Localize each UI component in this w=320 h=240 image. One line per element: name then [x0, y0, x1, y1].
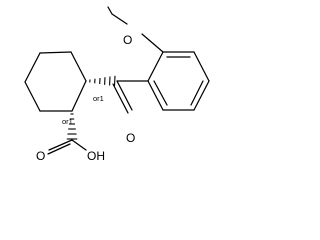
acid-oxygen-label: O — [36, 149, 45, 163]
ring-bond-c4-c5 — [24, 52, 41, 83]
methoxy-oxygen-label: O — [123, 33, 132, 47]
hashed-bond-c1-carboxyl — [66, 113, 78, 140]
methoxy-group — [107, 6, 164, 53]
chemical-structure-diagram: O O O OH or1 or1 — [24, 6, 210, 163]
carboxylic-acid-group — [47, 139, 87, 155]
ring-bond-c3-c4 — [39, 51, 72, 54]
benzene-bond-4 — [193, 80, 210, 111]
ketone-co-double-bond-1 — [116, 80, 133, 111]
molecule-svg: O O O OH or1 or1 — [24, 6, 210, 163]
ketone-group — [112, 80, 149, 114]
hashed-bond-c2-ketone — [89, 75, 116, 87]
atom-labels: O O O OH — [36, 33, 135, 163]
ketone-oxygen-label: O — [126, 131, 135, 145]
carboxyl-c-o-double-bond-1 — [48, 139, 73, 151]
benzene-ring — [147, 51, 210, 111]
methoxy-o-to-methyl-bond — [107, 6, 113, 15]
benzene-inner-double-3 — [153, 80, 168, 106]
benzene-bond-6 — [147, 80, 164, 111]
stereo-label-c2: or1 — [93, 94, 104, 103]
carboxyl-c-o-double-bond-2 — [47, 143, 71, 155]
stereo-bonds — [66, 75, 116, 140]
aryl-to-methoxy-o-bond — [141, 33, 164, 53]
benzene-inner-double-2 — [190, 80, 204, 106]
methoxy-link-bond — [111, 13, 128, 25]
ring-bond-c5-c6 — [24, 81, 41, 112]
stereo-labels: or1 or1 — [62, 94, 104, 126]
cyclohexane-ring — [24, 51, 87, 112]
ketone-co-double-bond-2 — [112, 83, 129, 114]
benzene-bond-3 — [193, 51, 210, 82]
ring-bond-c1-c2 — [71, 80, 87, 112]
hydroxyl-label: OH — [87, 149, 105, 163]
benzene-bond-1 — [147, 51, 164, 82]
stereo-label-c1: or1 — [62, 117, 73, 126]
carboxyl-c-to-oh-bond — [71, 139, 87, 151]
ring-bond-c2-c3 — [70, 51, 87, 82]
